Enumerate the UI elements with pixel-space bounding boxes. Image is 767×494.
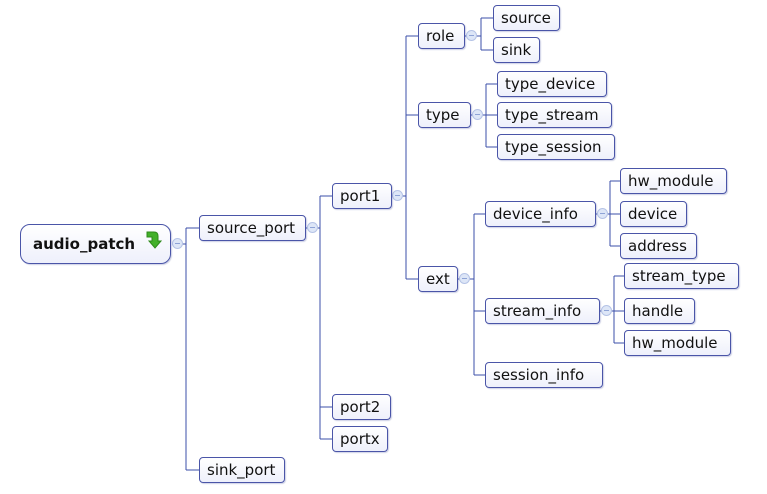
collapse-toggle-device-info[interactable] xyxy=(597,208,608,219)
node-role[interactable]: role xyxy=(418,23,465,49)
node-port1[interactable]: port1 xyxy=(332,183,392,209)
node-audio-patch[interactable]: audio_patch xyxy=(20,224,172,264)
collapse-toggle-audio-patch[interactable] xyxy=(172,238,183,249)
node-address[interactable]: address xyxy=(620,233,697,259)
node-source[interactable]: source xyxy=(493,5,560,31)
node-type-device[interactable]: type_device xyxy=(497,71,607,97)
collapse-toggle-source-port[interactable] xyxy=(307,222,318,233)
node-sink[interactable]: sink xyxy=(493,37,540,63)
node-type[interactable]: type xyxy=(418,102,471,128)
collapse-toggle-type[interactable] xyxy=(472,109,483,120)
collapse-toggle-port1[interactable] xyxy=(392,190,403,201)
node-type-session[interactable]: type_session xyxy=(497,134,615,160)
node-port2[interactable]: port2 xyxy=(332,394,391,420)
node-stream-info[interactable]: stream_info xyxy=(485,298,600,324)
node-type-stream[interactable]: type_stream xyxy=(497,102,612,128)
node-sink-port[interactable]: sink_port xyxy=(199,457,285,483)
node-portx[interactable]: portx xyxy=(332,426,388,452)
collapse-toggle-stream-info[interactable] xyxy=(601,305,612,316)
node-source-port[interactable]: source_port xyxy=(199,215,306,241)
node-handle[interactable]: handle xyxy=(624,298,695,324)
node-stream-type[interactable]: stream_type xyxy=(624,263,739,289)
node-audio-patch-label: audio_patch xyxy=(33,235,136,253)
collapse-toggle-ext[interactable] xyxy=(459,273,470,284)
node-hw-module-device[interactable]: hw_module xyxy=(620,168,727,194)
node-session-info[interactable]: session_info xyxy=(485,362,603,388)
node-device[interactable]: device xyxy=(620,201,687,227)
green-down-arrow-icon xyxy=(144,226,163,264)
node-ext[interactable]: ext xyxy=(418,266,458,292)
collapse-toggle-role[interactable] xyxy=(466,30,477,41)
node-device-info[interactable]: device_info xyxy=(485,201,596,227)
node-hw-module-stream[interactable]: hw_module xyxy=(624,330,731,356)
